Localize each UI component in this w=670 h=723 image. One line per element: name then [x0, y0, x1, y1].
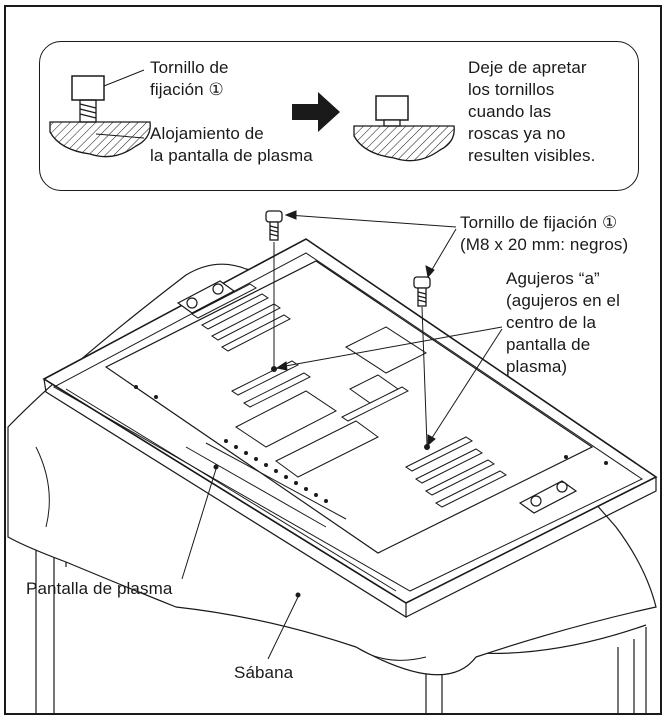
instruction-line5: resulten visibles.	[468, 146, 596, 165]
plasma-label: Pantalla de plasma	[26, 579, 173, 598]
instruction-line1: Deje de apretar	[468, 58, 587, 77]
arrow-right-icon	[292, 92, 340, 132]
screw-right-icon	[413, 276, 431, 307]
diagram-frame: Tornillo de fijación ① Alojamiento de la…	[4, 5, 662, 715]
housing-left-icon	[49, 121, 151, 158]
instruction-line4: roscas ya no	[468, 124, 566, 143]
housing-label-line2: la pantalla de plasma	[150, 146, 313, 165]
hole-a-left	[271, 366, 277, 372]
screw-callout-line1: Tornillo de fijación ①	[460, 213, 618, 232]
holes-label-line4: pantalla de	[506, 335, 591, 354]
instruction-line3: cuando las	[468, 102, 552, 121]
holes-callout-arrows	[275, 326, 503, 447]
housing-right-icon	[353, 125, 455, 162]
screw-label-line1: Tornillo de	[150, 58, 229, 77]
screw-guide-lines	[273, 242, 428, 446]
holes-label-line3: centro de la	[506, 313, 597, 332]
housing-label-line1: Alojamiento de	[150, 124, 264, 143]
screw-left-icon	[265, 210, 283, 241]
panel-edge-rail	[65, 388, 397, 592]
hole-a-right	[424, 444, 430, 450]
edge-connector-dots	[134, 385, 608, 503]
sheet-label: Sábana	[234, 663, 294, 682]
inset-illustration	[49, 69, 455, 162]
holes-label-line2: (agujeros en el	[506, 291, 620, 310]
mount-brackets	[176, 280, 578, 514]
screw-head-icon	[71, 75, 105, 101]
plasma-leader	[181, 468, 217, 580]
screw-callout-line2: (M8 x 20 mm: negros)	[460, 235, 629, 254]
sheet-leader	[267, 596, 299, 660]
screw-thread-icon	[79, 99, 97, 123]
screw-label-line2: fijación ①	[150, 80, 224, 99]
screw-tightened-icon	[375, 95, 409, 121]
holes-label-line1: Agujeros “a”	[506, 269, 600, 288]
tightening-inset: Tornillo de fijación ① Alojamiento de la…	[39, 41, 639, 191]
holes-label-line5: plasma)	[506, 357, 568, 376]
back-plate-slots	[191, 283, 507, 508]
instruction-line2: los tornillos	[468, 80, 555, 99]
screw-callout-arrows	[284, 210, 457, 279]
plasma-display-illustration	[7, 210, 658, 713]
